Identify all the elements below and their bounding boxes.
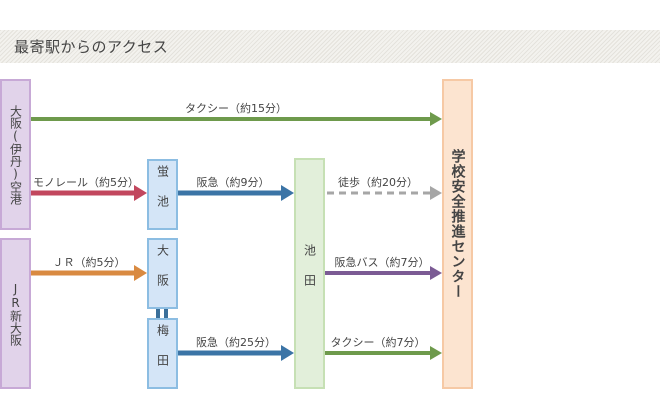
arrow-walk	[327, 186, 442, 200]
origin-itami-airport-label: 大阪(伊丹)空港	[8, 104, 23, 205]
station-osaka-label: 大阪	[155, 243, 170, 304]
transfer-connector-right	[164, 309, 168, 318]
arrow-ikeda-taxi	[325, 346, 442, 360]
transfer-connector-left	[156, 309, 160, 318]
route-label-ikeda-taxi: タクシー（約7分）	[330, 336, 426, 349]
destination-box: 学校安全推進センター	[442, 79, 473, 389]
arrow-hankyu-umeda	[178, 345, 294, 361]
origin-jr-shin-osaka-label: JR新大阪	[8, 281, 23, 346]
origin-itami-airport: 大阪(伊丹)空港	[0, 79, 31, 230]
station-umeda-label: 梅田	[155, 323, 170, 384]
origin-jr-shin-osaka: JR新大阪	[0, 238, 31, 389]
destination-label: 学校安全推進センター	[449, 149, 466, 299]
route-label-monorail: モノレール（約5分）	[33, 176, 139, 189]
arrow-jr	[31, 265, 147, 281]
station-umeda: 梅田	[147, 318, 178, 389]
arrow-airport-taxi	[31, 112, 442, 126]
route-label-jr: ＪＲ（約5分）	[52, 256, 126, 269]
route-label-hankyu-bus: 阪急バス（約7分）	[334, 256, 430, 269]
station-hotarugaike: 蛍池	[147, 159, 178, 230]
arrow-monorail	[31, 185, 147, 201]
station-ikeda: 池田	[294, 158, 325, 389]
route-label-airport-taxi: タクシー（約15分）	[185, 102, 287, 115]
station-ikeda-label: 池田	[302, 243, 317, 304]
route-label-walk: 徒歩（約20分）	[338, 176, 418, 189]
section-header: 最寄駅からのアクセス	[0, 30, 660, 63]
section-title: 最寄駅からのアクセス	[14, 38, 169, 56]
station-hotarugaike-label: 蛍池	[155, 164, 170, 225]
route-label-hankyu-umeda: 阪急（約25分）	[196, 336, 276, 349]
route-label-hankyu-hotarugaike: 阪急（約9分）	[196, 176, 270, 189]
arrow-hankyu-bus	[325, 266, 442, 280]
station-osaka: 大阪	[147, 238, 178, 309]
arrow-hankyu-hotarugaike	[178, 185, 294, 201]
